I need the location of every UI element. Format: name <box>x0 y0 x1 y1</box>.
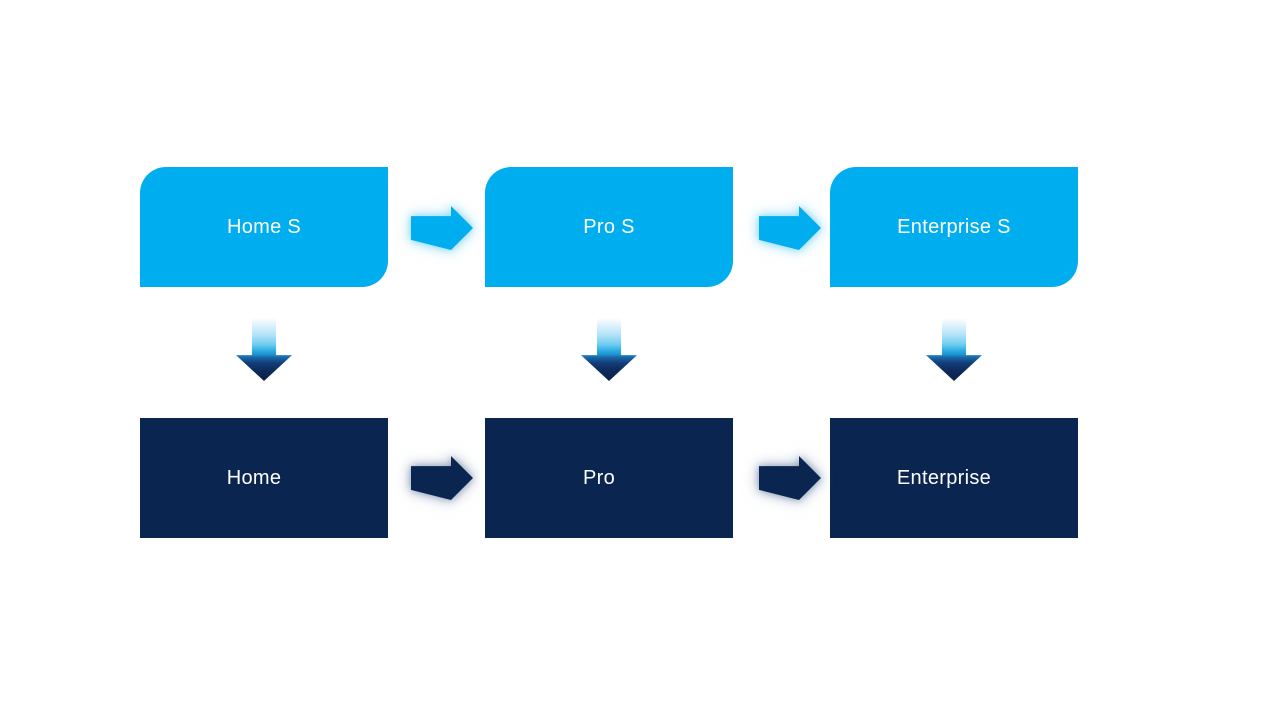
node-enterprise-label: Enterprise <box>896 466 992 489</box>
node-home-s: Home S <box>140 167 388 287</box>
right-arrow-shape <box>759 206 821 250</box>
node-enterprise-s-label: Enterprise S <box>897 215 1011 238</box>
down-arrow-icon <box>581 318 637 381</box>
node-enterprise: Enterprise <box>830 418 1078 538</box>
node-home: Home <box>140 418 388 538</box>
node-pro-label: Pro <box>582 466 616 489</box>
node-pro-s: Pro S <box>485 167 733 287</box>
right-arrow-icon <box>759 206 821 250</box>
right-arrow-shape <box>411 206 473 250</box>
node-home-label: Home <box>226 466 282 489</box>
down-arrow-icon <box>926 318 982 381</box>
right-arrow-icon <box>759 456 821 500</box>
node-pro-s-label: Pro S <box>583 215 635 238</box>
node-enterprise-s: Enterprise S <box>830 167 1078 287</box>
down-arrow-icon <box>236 318 292 381</box>
node-pro: Pro <box>485 418 733 538</box>
right-arrow-icon <box>411 456 473 500</box>
node-home-s-label: Home S <box>226 215 302 238</box>
right-arrow-shape <box>759 456 821 500</box>
right-arrow-shape <box>411 456 473 500</box>
right-arrow-icon <box>411 206 473 250</box>
